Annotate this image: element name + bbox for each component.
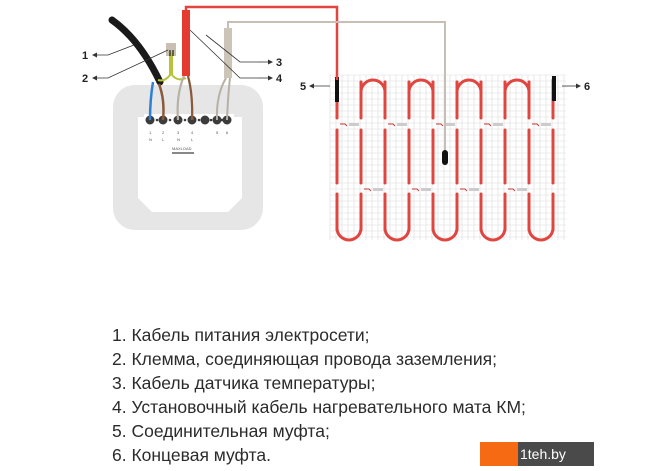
watermark: 1teh.by: [480, 442, 594, 466]
mat-lead-cable: [184, 5, 339, 80]
cable-top-loop: [359, 78, 387, 94]
callout-1: 1: [82, 50, 88, 62]
terminal-mark: N: [149, 137, 152, 142]
terminal-number: 2: [162, 130, 165, 135]
cable-bottom-loop: [431, 226, 459, 242]
maxload-label: MAXLOAD: [172, 146, 192, 151]
terminal-number: 1: [149, 130, 152, 135]
callout-4: 4: [276, 73, 283, 85]
terminal-number: 5: [216, 130, 219, 135]
legend-item: 2. Клемма, соединяющая провода заземлени…: [112, 349, 497, 369]
legend-item: 4. Установочный кабель нагревательного м…: [112, 397, 526, 417]
legend-item: 6. Концевая муфта.: [112, 445, 271, 465]
temperature-sensor: [442, 150, 448, 165]
watermark-text: 1teh.by: [518, 442, 594, 466]
cable-bottom-loop: [479, 226, 507, 242]
cable-top-loop: [407, 78, 435, 94]
callout-6: 6: [584, 81, 590, 93]
cable-bottom-loop: [527, 226, 555, 242]
thermostat: 1 2 3 4 5 6N L N L MAXLOAD: [113, 85, 263, 230]
terminal-number: 4: [191, 130, 194, 135]
terminal-mark: N: [177, 137, 180, 142]
terminal-screw: [200, 115, 210, 125]
terminal-number: 3: [177, 130, 180, 135]
brown-wire: [157, 83, 165, 121]
cable-markers: [335, 76, 556, 192]
blue-wire: [148, 81, 155, 121]
legend-item: 1. Кабель питания электросети;: [112, 325, 370, 345]
legend-item: 5. Соединительная муфта;: [112, 421, 330, 441]
cable-top-loop: [503, 78, 531, 94]
cable-top-loop: [455, 78, 483, 94]
callout-5: 5: [300, 81, 306, 93]
end-sleeve: [552, 76, 556, 101]
legend-list: 1. Кабель питания электросети; 2. Клемма…: [112, 323, 526, 467]
cable-bottom-loop: [383, 226, 411, 242]
ground-clamp: [166, 43, 176, 56]
terminal-number: 6: [226, 130, 229, 135]
ground-wire: [157, 52, 187, 82]
terminal-mark: L: [162, 137, 165, 142]
sensor-cable: [227, 21, 446, 155]
terminal-mark: L: [191, 137, 194, 142]
legend-item: 3. Кабель датчика температуры;: [112, 373, 376, 393]
callout-2: 2: [82, 73, 88, 85]
callout-3: 3: [276, 57, 282, 69]
power-cable: [108, 16, 164, 86]
cable-bottom-loop: [335, 226, 363, 242]
wiring-diagram: 1 2 3 4 5 6N L N L MAXLOAD 1 2 3 4 5 6: [82, 5, 590, 242]
coupling-sleeve: [335, 77, 339, 102]
